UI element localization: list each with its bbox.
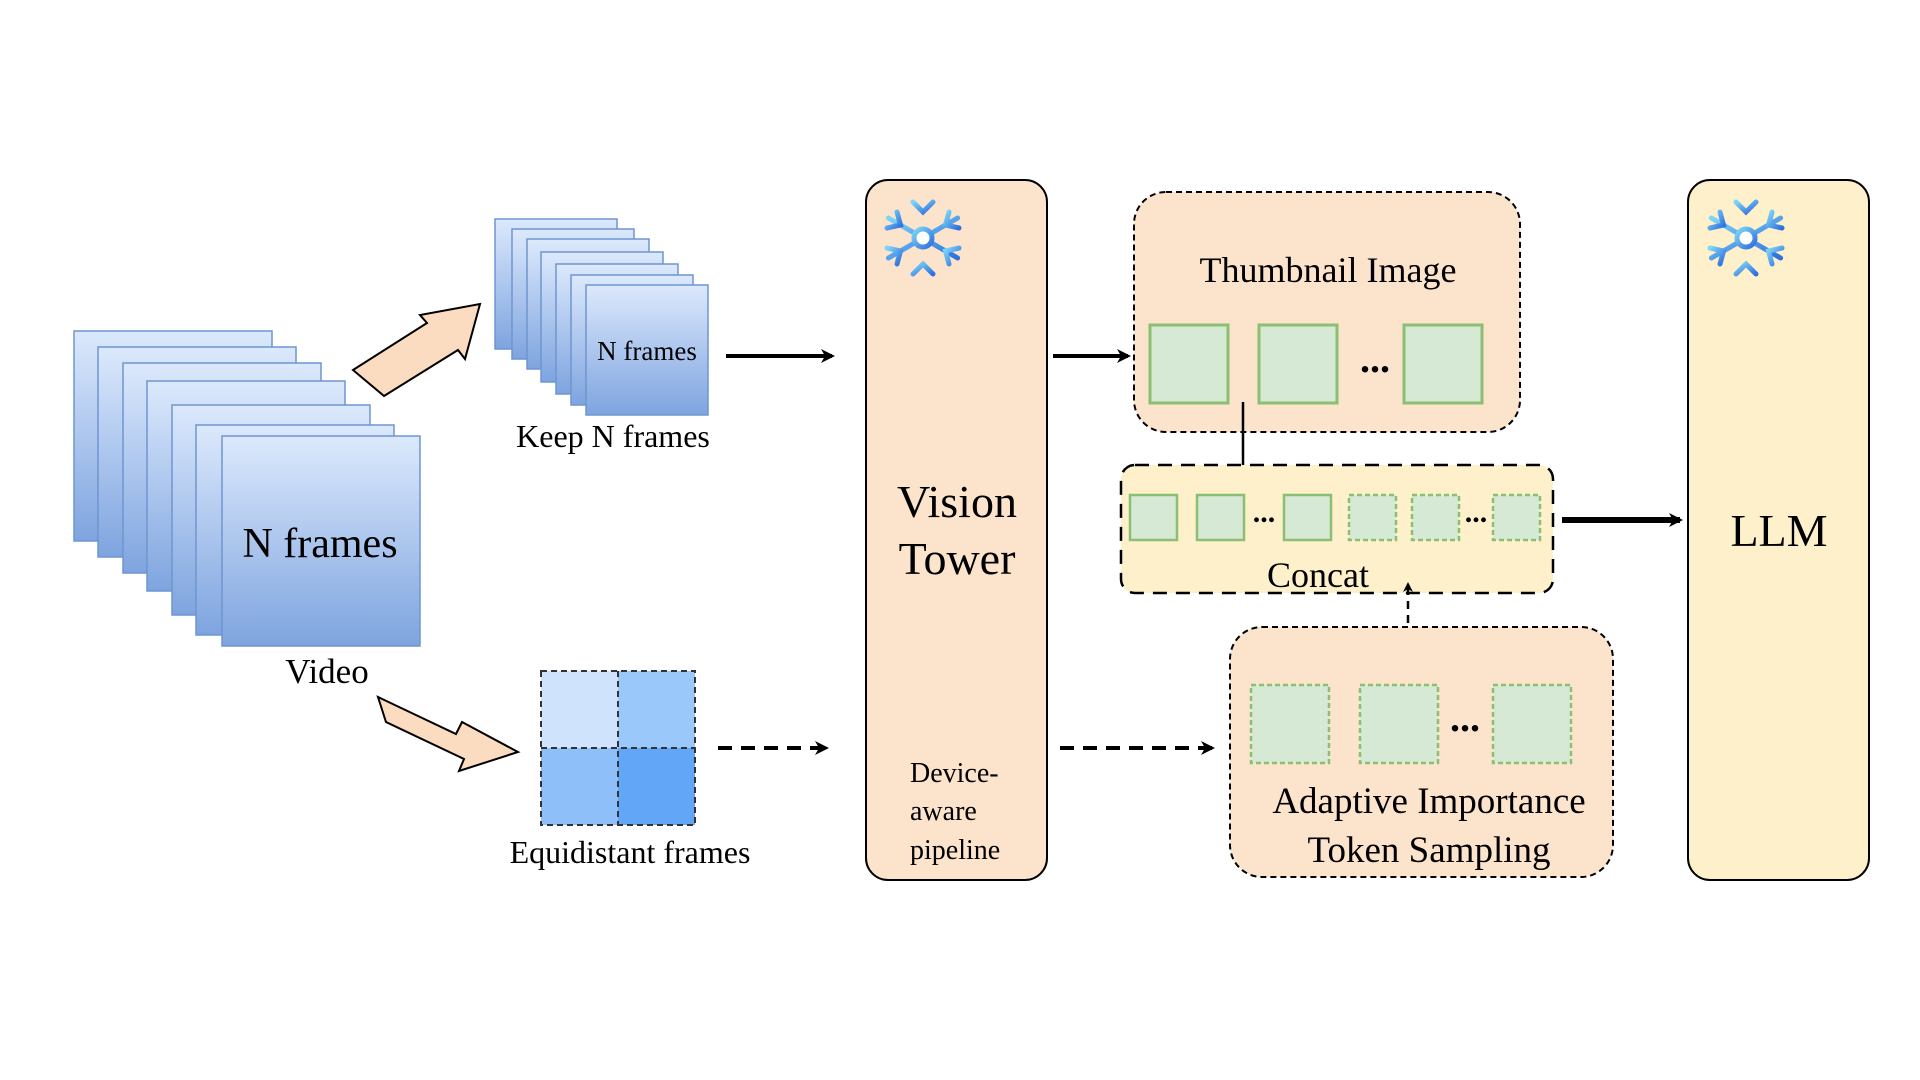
llm-label: LLM (1730, 505, 1827, 556)
thumbnail-title: Thumbnail Image (1200, 250, 1457, 290)
concat-token-solid (1195, 493, 1246, 542)
concat-token-dashed (1347, 493, 1398, 542)
vision-tower-block: Vision Tower Device- aware pipeline (865, 179, 1048, 881)
concat-token-solid (1282, 493, 1333, 542)
vision-tower-note-2: aware (910, 796, 977, 827)
video-caption: Video (285, 652, 368, 691)
adaptive-ellipsis: ... (1450, 695, 1480, 740)
concat-token-dashed (1410, 493, 1461, 542)
equidistant-grid (540, 670, 696, 826)
keep-caption: Keep N frames (516, 418, 710, 454)
keep-stack-label: N frames (597, 336, 697, 366)
vision-tower-title-2: Tower (899, 533, 1016, 584)
adaptive-token (1358, 683, 1440, 765)
concat-token-dashed (1491, 493, 1542, 542)
llm-block: LLM (1687, 179, 1870, 881)
thumbnail-block: Thumbnail Image ... (1133, 191, 1521, 433)
video-stack-label: N frames (242, 521, 397, 567)
concat-token-solid (1128, 493, 1179, 542)
concat-label: Concat (1267, 555, 1369, 595)
vision-tower-note-1: Device- (910, 758, 999, 789)
adaptive-title-2: Token Sampling (1307, 830, 1550, 871)
vision-tower-note-3: pipeline (910, 835, 1000, 866)
concat-ellipsis-dashed: ... (1465, 496, 1488, 529)
adaptive-token (1249, 683, 1331, 765)
adaptive-title-1: Adaptive Importance (1272, 781, 1585, 822)
block-arrow-down (376, 695, 521, 773)
vision-tower-title-1: Vision (897, 476, 1017, 527)
thumbnail-token (1402, 323, 1484, 405)
keep-frame-stack: N frames (494, 218, 709, 416)
equidistant-caption: Equidistant frames (510, 834, 751, 870)
concat-block: ... ... Concat (1119, 463, 1555, 595)
thumbnail-ellipsis: ... (1360, 336, 1390, 381)
adaptive-token (1491, 683, 1573, 765)
concat-ellipsis-solid: ... (1253, 496, 1276, 529)
block-arrow-up (351, 302, 482, 398)
adaptive-sampling-block: ... Adaptive Importance Token Sampling (1229, 626, 1614, 878)
thumbnail-token (1257, 323, 1339, 405)
video-frame-stack: N frames (73, 330, 421, 647)
thumbnail-token (1148, 323, 1230, 405)
